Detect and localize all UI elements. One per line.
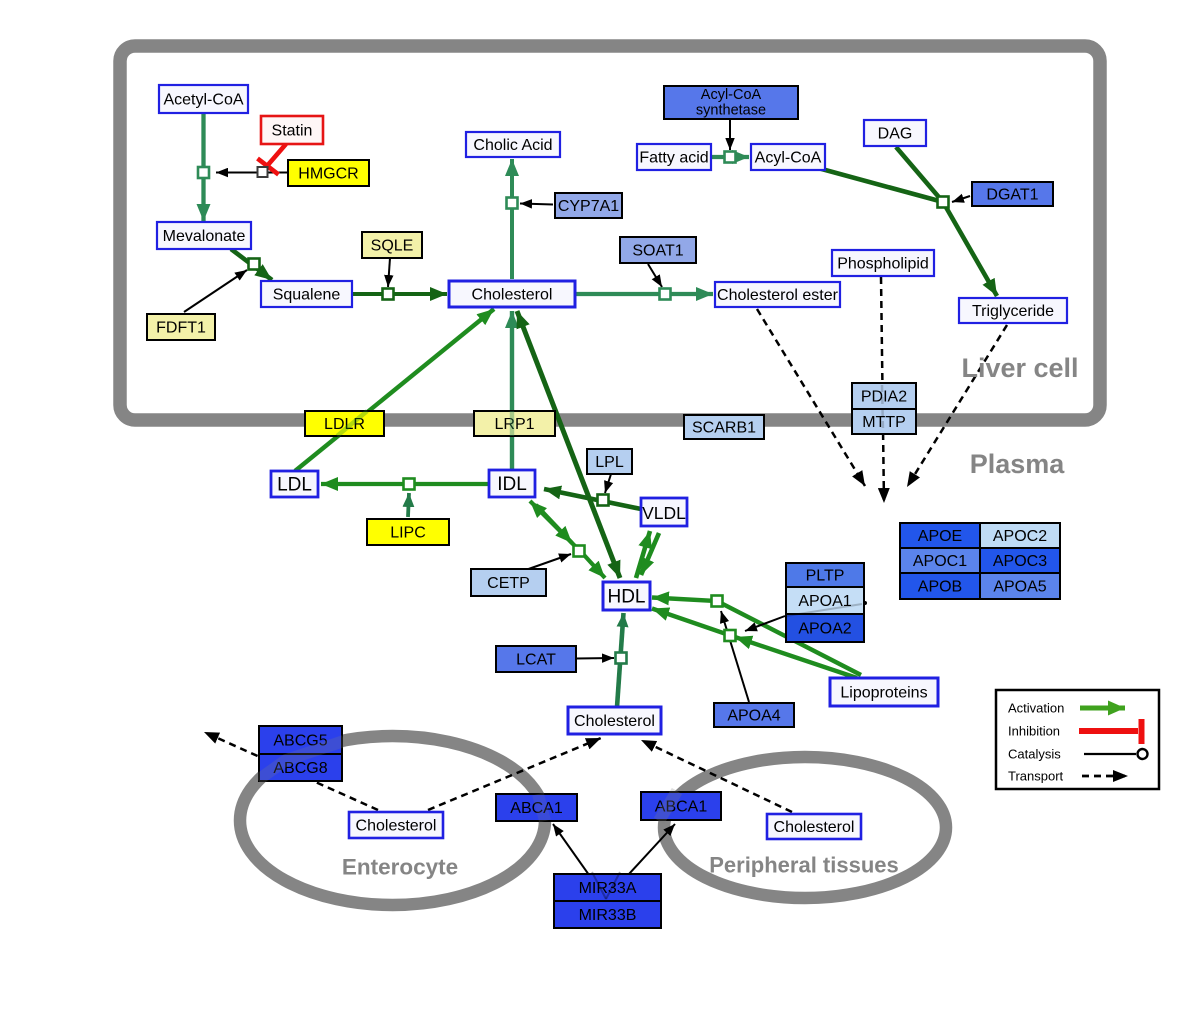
svg-text:Catalysis: Catalysis bbox=[1008, 747, 1061, 762]
svg-text:HDL: HDL bbox=[607, 587, 645, 608]
svg-text:Inhibition: Inhibition bbox=[1008, 724, 1060, 739]
svg-text:APOC1: APOC1 bbox=[913, 553, 967, 570]
svg-text:ABCG5: ABCG5 bbox=[273, 733, 327, 750]
svg-text:Fatty acid: Fatty acid bbox=[639, 150, 708, 167]
svg-text:LRP1: LRP1 bbox=[494, 416, 534, 433]
svg-text:Cholesterol: Cholesterol bbox=[774, 819, 855, 836]
svg-text:Acetyl-CoA: Acetyl-CoA bbox=[163, 92, 243, 109]
svg-text:Activation: Activation bbox=[1008, 701, 1064, 716]
svg-text:SCARB1: SCARB1 bbox=[692, 420, 756, 437]
svg-text:IDL: IDL bbox=[497, 474, 527, 495]
svg-text:LPL: LPL bbox=[595, 454, 624, 471]
svg-text:CYP7A1: CYP7A1 bbox=[558, 198, 619, 215]
svg-text:Squalene: Squalene bbox=[273, 287, 341, 304]
svg-text:Mevalonate: Mevalonate bbox=[163, 228, 246, 245]
svg-text:Lipoproteins: Lipoproteins bbox=[840, 685, 927, 702]
svg-text:Cholesterol: Cholesterol bbox=[472, 287, 553, 304]
svg-text:ABCA1: ABCA1 bbox=[655, 799, 708, 816]
svg-text:Cholic Acid: Cholic Acid bbox=[473, 137, 552, 154]
svg-text:Acyl-CoA: Acyl-CoA bbox=[755, 150, 822, 167]
svg-text:LDL: LDL bbox=[277, 475, 312, 496]
svg-text:FDFT1: FDFT1 bbox=[156, 320, 206, 337]
svg-text:Phospholipid: Phospholipid bbox=[837, 256, 929, 273]
svg-text:SOAT1: SOAT1 bbox=[632, 243, 683, 260]
svg-text:Transport: Transport bbox=[1008, 769, 1064, 784]
svg-text:MIR33B: MIR33B bbox=[579, 907, 637, 924]
svg-text:Liver cell: Liver cell bbox=[961, 353, 1078, 383]
svg-text:PLTP: PLTP bbox=[806, 568, 845, 585]
svg-text:MIR33A: MIR33A bbox=[579, 880, 637, 897]
svg-text:APOA4: APOA4 bbox=[727, 708, 780, 725]
svg-text:ABCA1: ABCA1 bbox=[510, 800, 563, 817]
svg-text:Cholesterol ester: Cholesterol ester bbox=[717, 287, 839, 304]
svg-text:HMGCR: HMGCR bbox=[298, 166, 358, 183]
svg-text:Statin: Statin bbox=[272, 123, 313, 140]
svg-text:DGAT1: DGAT1 bbox=[986, 187, 1038, 204]
svg-text:PDIA2: PDIA2 bbox=[861, 389, 907, 406]
svg-text:APOA1: APOA1 bbox=[798, 593, 851, 610]
svg-text:CETP: CETP bbox=[487, 575, 530, 592]
svg-text:ABCG8: ABCG8 bbox=[273, 760, 327, 777]
svg-text:VLDL: VLDL bbox=[642, 503, 686, 523]
svg-text:Peripheral tissues: Peripheral tissues bbox=[709, 853, 899, 878]
svg-text:APOC2: APOC2 bbox=[993, 528, 1047, 545]
svg-text:Cholesterol: Cholesterol bbox=[356, 818, 437, 835]
svg-text:LCAT: LCAT bbox=[516, 652, 556, 669]
svg-text:Triglyceride: Triglyceride bbox=[972, 303, 1054, 320]
svg-text:Cholesterol: Cholesterol bbox=[574, 713, 655, 730]
svg-text:APOB: APOB bbox=[918, 579, 962, 596]
svg-text:synthetase: synthetase bbox=[696, 102, 766, 118]
svg-text:APOC3: APOC3 bbox=[993, 553, 1047, 570]
svg-text:MTTP: MTTP bbox=[862, 414, 906, 431]
svg-text:LDLR: LDLR bbox=[324, 416, 365, 433]
svg-text:Acyl-CoA: Acyl-CoA bbox=[701, 87, 762, 103]
svg-text:DAG: DAG bbox=[878, 126, 913, 143]
svg-text:Plasma: Plasma bbox=[970, 449, 1066, 479]
svg-text:APOA5: APOA5 bbox=[993, 579, 1046, 596]
svg-text:Enterocyte: Enterocyte bbox=[342, 855, 458, 880]
svg-text:APOA2: APOA2 bbox=[798, 621, 851, 638]
svg-text:LIPC: LIPC bbox=[390, 525, 426, 542]
svg-text:SQLE: SQLE bbox=[371, 238, 414, 255]
svg-text:APOE: APOE bbox=[918, 528, 962, 545]
